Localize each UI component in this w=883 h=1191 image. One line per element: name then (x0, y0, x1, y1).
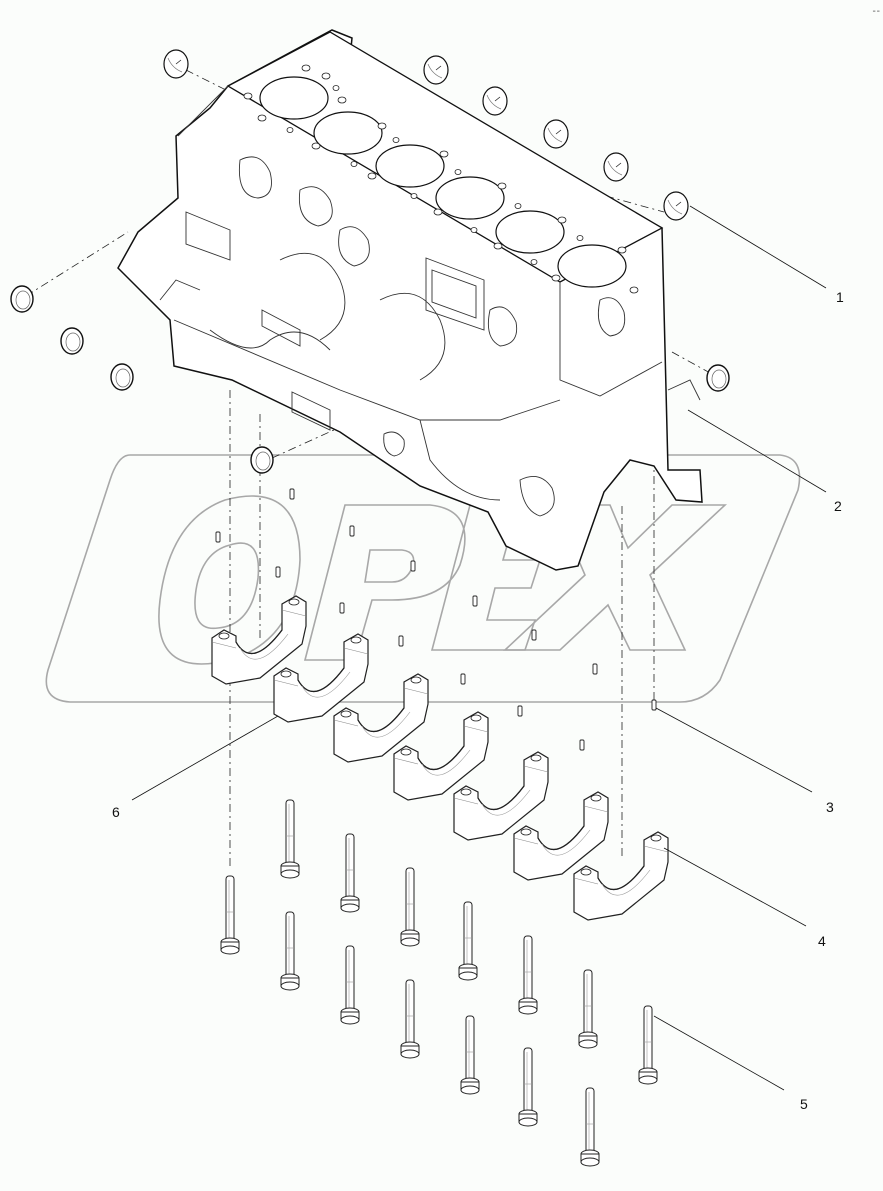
callout-1: 1 (836, 289, 844, 305)
callout-2: 2 (834, 498, 842, 514)
callout-3: 3 (826, 799, 834, 815)
cylinder-bores (259, 76, 627, 288)
cylinder-block (117, 29, 703, 571)
callout-leader-lines (131, 205, 827, 1091)
leader-6 (131, 715, 279, 801)
main-bearing-caps (211, 595, 669, 921)
leader-4 (663, 847, 807, 927)
callout-4: 4 (818, 933, 826, 949)
head-bolt-holes (243, 64, 639, 294)
corner-mark: - - (872, 6, 881, 17)
callout-6: 6 (112, 804, 120, 820)
leader-5 (653, 1015, 785, 1091)
main-bearing-bolts (220, 799, 658, 1167)
block-side-detail (159, 85, 701, 517)
leader-2 (687, 409, 827, 493)
leader-3 (655, 707, 813, 793)
leader-1 (689, 205, 827, 289)
callout-5: 5 (800, 1096, 808, 1112)
